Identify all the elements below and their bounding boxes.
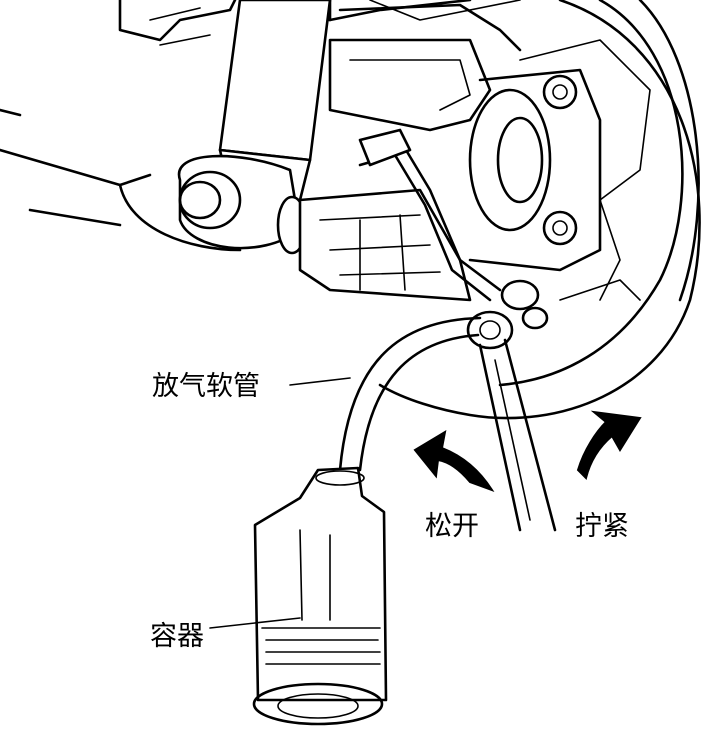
container bbox=[252, 466, 388, 726]
control-arm bbox=[0, 108, 242, 252]
brake-disc bbox=[378, 0, 701, 420]
loosen-arrow bbox=[413, 429, 495, 492]
container-leader-line bbox=[209, 617, 301, 629]
wrench bbox=[478, 338, 557, 532]
hose-label: 放气软管 bbox=[152, 371, 260, 402]
loosen-label: 松开 bbox=[425, 511, 479, 542]
hose-leader-line bbox=[289, 377, 351, 386]
lower-bushing bbox=[177, 154, 308, 255]
caliper-bracket bbox=[298, 188, 472, 302]
container-label: 容器 bbox=[150, 621, 204, 652]
bleeder-screw bbox=[466, 279, 549, 350]
tighten-label: 拧紧 bbox=[575, 511, 629, 542]
tighten-arrow bbox=[576, 410, 642, 480]
brake-line bbox=[358, 128, 502, 302]
wheel-hub bbox=[468, 68, 602, 272]
